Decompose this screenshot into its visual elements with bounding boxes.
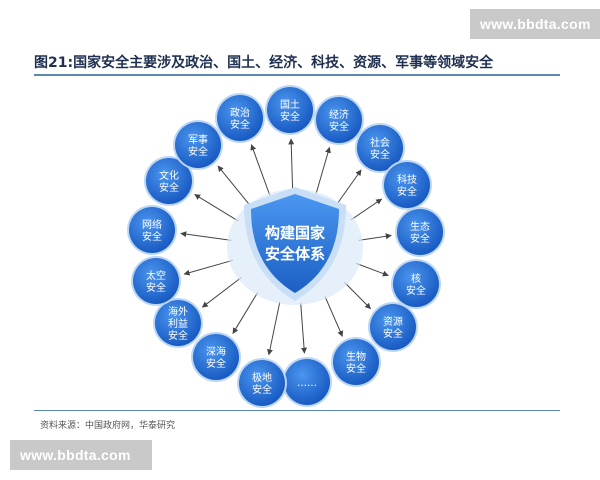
node-polar-circle (239, 360, 285, 406)
arrow-group (180, 138, 392, 356)
node-nuclear-label-1: 核 (411, 272, 421, 285)
source-divider (34, 410, 560, 411)
node-tech-circle (384, 162, 430, 208)
node-ecology-label-2: 安全 (410, 232, 430, 245)
node-political-label-1: 政治 (230, 106, 250, 119)
arrow-to-node-resource (344, 282, 371, 310)
node-culture-circle (146, 158, 192, 204)
center-shield: 构建国家 安全体系 (227, 187, 363, 305)
watermark-bottom: www.bbdta.com (10, 440, 152, 470)
node-ecology-label-1: 生态 (410, 220, 430, 233)
center-label-line-1: 构建国家 (265, 224, 325, 242)
node-resource-label-2: 安全 (383, 327, 403, 340)
arrow-to-node-territory (288, 138, 295, 192)
node-economic-label-2: 安全 (329, 120, 349, 133)
node-resource-label-1: 资源 (383, 315, 403, 328)
node-polar-label-2: 安全 (252, 383, 272, 396)
arrow-to-node-ecology (358, 233, 392, 241)
node-economic-label-1: 经济 (329, 108, 349, 121)
node-territory-label-1: 国土 (280, 98, 300, 111)
arrow-to-node-culture (194, 194, 239, 222)
arrow-to-node-economic (315, 146, 331, 195)
node-military-label-1: 军事 (188, 133, 208, 146)
node-group: 政治安全国土安全经济安全社会安全科技安全生态安全核安全资源安全生物安全……极地安… (127, 85, 445, 408)
node-nuclear-circle (393, 261, 439, 307)
node-biological-label-2: 安全 (346, 362, 366, 375)
arrow-to-node-social (336, 169, 362, 205)
source-note: 资料来源：中国政府网，华泰研究 (40, 421, 176, 431)
figure-title: 图21:国家安全主要涉及政治、国土、经济、科技、资源、军事等领域安全 (34, 55, 494, 71)
node-nuclear: 核安全 (391, 259, 441, 309)
node-culture-label-2: 安全 (159, 181, 179, 194)
node-overseas-label-3: 安全 (168, 329, 188, 342)
node-territory-circle (267, 87, 313, 133)
node-nuclear-label-2: 安全 (406, 284, 426, 297)
node-deepsea-label-2: 安全 (206, 357, 226, 370)
arrow-to-node-nuclear (356, 262, 389, 277)
node-more: …… (282, 357, 332, 407)
node-social-circle (357, 125, 403, 171)
node-network-label-2: 安全 (142, 230, 162, 243)
node-overseas-label-1: 海外 (168, 305, 188, 318)
node-ecology-circle (397, 209, 443, 255)
arrow-to-node-space (183, 259, 233, 276)
arrow-to-node-network (180, 231, 232, 241)
arrow-to-node-tech (350, 198, 383, 221)
node-overseas-circle (155, 300, 201, 346)
node-military-label-2: 安全 (188, 145, 208, 158)
node-overseas-label-2: 利益 (168, 317, 188, 330)
node-more-circle (284, 359, 330, 405)
node-social-label-1: 社会 (370, 136, 390, 149)
node-political-label-2: 安全 (230, 118, 250, 131)
watermark-top: www.bbdta.com (470, 9, 600, 39)
node-culture-label-1: 文化 (159, 169, 179, 182)
node-biological-circle (333, 339, 379, 385)
arrow-to-node-political (250, 144, 271, 196)
node-network-label-1: 网络 (142, 218, 162, 231)
arrow-to-node-biological (324, 296, 343, 337)
arrow-to-node-polar (266, 301, 281, 356)
node-deepsea-label-1: 深海 (206, 345, 226, 358)
node-space-circle (133, 258, 179, 304)
node-biological-label-1: 生物 (346, 350, 366, 363)
node-deepsea-circle (193, 334, 239, 380)
arrow-to-node-military (217, 165, 252, 207)
node-economic-circle (316, 97, 362, 143)
node-more-label-1: …… (297, 378, 317, 389)
arrow-to-node-deepsea (232, 292, 259, 334)
title-divider (34, 74, 560, 76)
node-resource-circle (370, 304, 416, 350)
node-territory-label-2: 安全 (280, 110, 300, 123)
arrow-to-node-more (300, 302, 308, 354)
node-polar-label-1: 极地 (252, 371, 272, 384)
node-political-circle (217, 95, 263, 141)
node-tech-label-2: 安全 (397, 185, 417, 198)
node-network-circle (129, 207, 175, 253)
arrow-to-node-overseas (201, 277, 242, 308)
node-military-circle (175, 122, 221, 168)
center-label-line-2: 安全体系 (265, 245, 325, 263)
node-space-label-1: 太空 (146, 269, 166, 282)
node-tech-label-1: 科技 (397, 173, 417, 186)
node-space-label-2: 安全 (146, 281, 166, 294)
node-social-label-2: 安全 (370, 148, 390, 161)
